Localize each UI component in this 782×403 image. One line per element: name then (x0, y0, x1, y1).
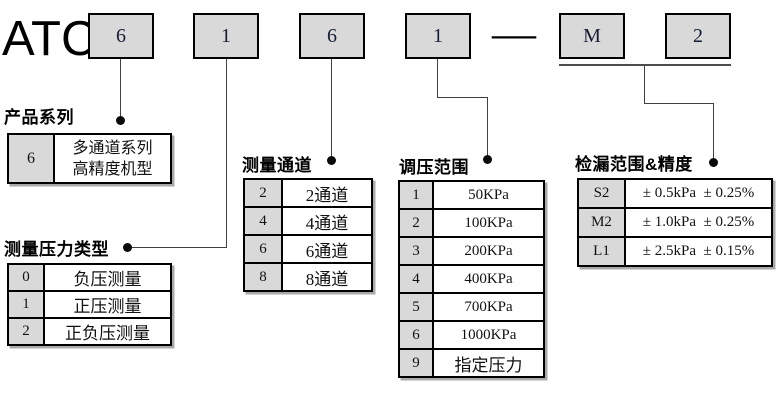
connector-channels-line (331, 59, 332, 159)
table-row: 3 200KPa (398, 236, 545, 266)
table-row: 6 1000KPa (398, 320, 545, 350)
channels-key: 2 (243, 178, 283, 208)
connector-series-dot (116, 116, 125, 125)
range-key: 5 (398, 292, 434, 322)
leak-bracket-line (559, 64, 731, 66)
connector-leak-vline1 (644, 66, 645, 104)
leak-key: M2 (577, 207, 626, 238)
pressure-type-value: 正压测量 (43, 290, 172, 319)
table-row: 4 400KPa (398, 264, 545, 294)
table-row: M2 ± 1.0kPa ± 0.25% (577, 207, 773, 238)
connector-leak-vline2 (713, 103, 714, 161)
table-row: 8 8通道 (243, 262, 373, 292)
model-prefix: ATC (2, 12, 97, 66)
pressure-type-value: 负压测量 (43, 263, 172, 292)
pressure-type-value: 正负压测量 (43, 317, 172, 346)
table-row: 4 4通道 (243, 206, 373, 236)
leak-table: S2 ± 0.5kPa ± 0.25% M2 ± 1.0kPa ± 0.25% … (577, 178, 773, 267)
code-box-range: 1 (405, 13, 471, 59)
channels-value: 4通道 (281, 206, 373, 236)
table-row: 9 指定压力 (398, 348, 545, 378)
channels-key: 6 (243, 234, 283, 264)
channels-value: 6通道 (281, 234, 373, 264)
connector-range-hline (437, 97, 488, 98)
channels-key: 8 (243, 262, 283, 292)
pressure-type-key: 0 (7, 263, 45, 292)
pressure-type-table: 0 负压测量 1 正压测量 2 正负压测量 (7, 263, 172, 346)
table-row: 2 2通道 (243, 178, 373, 208)
range-value: 400KPa (432, 264, 545, 294)
channels-label: 测量通道 (242, 156, 312, 175)
range-value: 50KPa (432, 180, 545, 210)
pressure-type-label: 测量压力类型 (4, 240, 109, 259)
table-row: S2 ± 0.5kPa ± 0.25% (577, 178, 773, 209)
channels-value: 2通道 (281, 178, 373, 208)
leak-key: S2 (577, 178, 626, 209)
channels-table: 2 2通道 4 4通道 6 6通道 8 8通道 (243, 178, 373, 292)
table-row: 1 正压测量 (7, 290, 172, 319)
connector-range-dot (483, 155, 492, 164)
connector-range-vline2 (487, 97, 488, 158)
table-row: 2 正负压测量 (7, 317, 172, 346)
range-table: 1 50KPa 2 100KPa 3 200KPa 4 400KPa 5 700… (398, 180, 545, 378)
pressure-type-key: 1 (7, 290, 45, 319)
range-key: 4 (398, 264, 434, 294)
code-separator-dash: — (492, 9, 536, 58)
leak-label: 检漏范围&精度 (575, 155, 693, 174)
connector-range-vline1 (437, 59, 438, 98)
channels-key: 4 (243, 206, 283, 236)
table-row: 2 100KPa (398, 208, 545, 238)
table-row: 6 多通道系列 高精度机型 (7, 133, 172, 184)
connector-pressure-type-vline (226, 59, 227, 248)
code-box-series: 6 (88, 13, 154, 59)
range-key: 1 (398, 180, 434, 210)
table-row: 5 700KPa (398, 292, 545, 322)
connector-leak-dot (709, 158, 718, 167)
code-box-leak-class: 2 (665, 13, 731, 59)
range-key: 2 (398, 208, 434, 238)
range-value: 指定压力 (432, 348, 545, 378)
code-box-channels: 6 (299, 13, 365, 59)
pressure-type-key: 2 (7, 317, 45, 346)
range-key: 9 (398, 348, 434, 378)
leak-value: ± 2.5kPa ± 0.15% (624, 236, 773, 267)
range-value: 1000KPa (432, 320, 545, 350)
connector-series-line (120, 59, 121, 118)
connector-leak-hline (644, 103, 714, 104)
range-key: 3 (398, 236, 434, 266)
range-key: 6 (398, 320, 434, 350)
series-table: 6 多通道系列 高精度机型 (7, 133, 172, 184)
range-value: 700KPa (432, 292, 545, 322)
table-row: 1 50KPa (398, 180, 545, 210)
table-row: L1 ± 2.5kPa ± 0.15% (577, 236, 773, 267)
connector-pressure-type-hline (128, 247, 227, 248)
series-key: 6 (7, 133, 55, 184)
leak-value: ± 0.5kPa ± 0.25% (624, 178, 773, 209)
channels-value: 8通道 (281, 262, 373, 292)
table-row: 6 6通道 (243, 234, 373, 264)
leak-key: L1 (577, 236, 626, 267)
series-value: 多通道系列 高精度机型 (53, 133, 172, 184)
range-label: 调压范围 (399, 158, 469, 177)
range-value: 200KPa (432, 236, 545, 266)
connector-pressure-type-dot (123, 243, 132, 252)
leak-value: ± 1.0kPa ± 0.25% (624, 207, 773, 238)
table-row: 0 负压测量 (7, 263, 172, 292)
connector-channels-dot (327, 156, 336, 165)
series-label: 产品系列 (4, 108, 74, 127)
range-value: 100KPa (432, 208, 545, 238)
code-box-pressure-type: 1 (193, 13, 259, 59)
code-box-leak-grade: M (559, 13, 625, 59)
